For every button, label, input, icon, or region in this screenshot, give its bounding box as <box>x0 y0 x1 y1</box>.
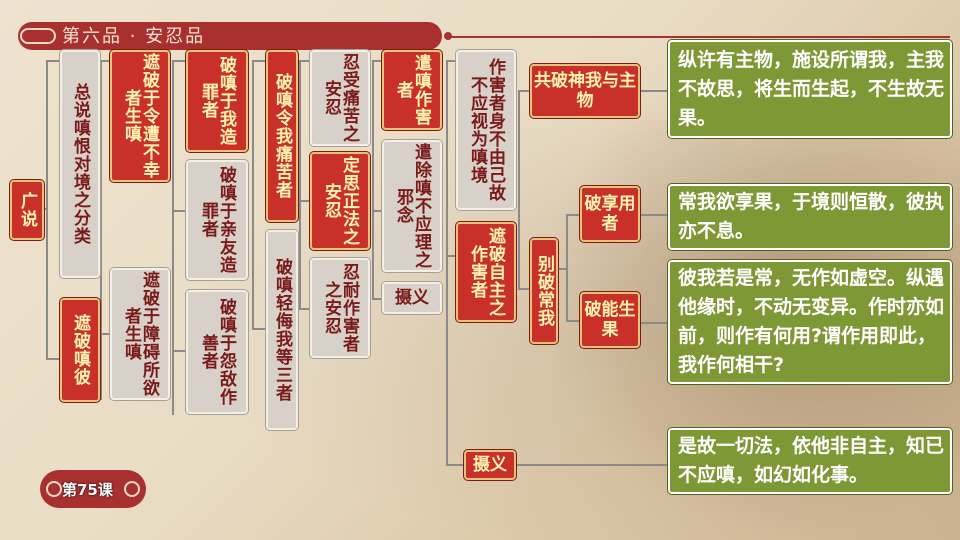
connector <box>446 255 456 257</box>
connector <box>46 358 60 360</box>
connector <box>299 308 309 310</box>
node-zhepochen: 遮破嗔彼 <box>60 298 100 402</box>
node-rennai: 忍耐作害者之安忍 <box>310 258 370 358</box>
connector <box>299 200 309 202</box>
connector <box>372 60 382 62</box>
connector <box>566 320 580 322</box>
lesson-label: 第75课 <box>62 481 113 499</box>
verse-box-2: 常我欲享果，于境则恒散，彼执亦不息。 <box>668 184 952 250</box>
connector <box>446 60 448 465</box>
node-zuohai: 作害者身不由己故不应视为嗔境 <box>456 50 516 210</box>
node-biepo: 别破常我 <box>530 238 558 344</box>
node-po-tongku: 破嗔令我痛苦者 <box>266 50 298 222</box>
connector <box>446 60 456 62</box>
connector <box>518 288 530 290</box>
connector <box>516 464 668 466</box>
title-banner <box>18 22 452 50</box>
node-po-qingwu: 破嗔轻侮我等三者 <box>266 230 298 430</box>
connector <box>372 210 382 212</box>
node-po-xiangyong: 破享用者 <box>580 186 640 242</box>
node-qianchu: 遣除嗔不应理之邪念 <box>382 140 442 272</box>
connector <box>518 90 530 92</box>
node-dingsi: 定思正法之安忍 <box>310 152 370 250</box>
node-qianchen: 遣嗔作害者 <box>382 50 442 130</box>
connector <box>566 214 568 322</box>
node-zhepo-zhangai: 遮破于障碍所欲者生嗔 <box>110 268 170 400</box>
footer-ring-right <box>124 481 140 497</box>
connector <box>172 60 174 415</box>
header-rule <box>450 36 950 38</box>
connector <box>100 60 110 62</box>
connector <box>252 328 266 330</box>
page-title: 第六品 · 安忍品 <box>62 26 206 47</box>
connector <box>640 214 668 216</box>
connector <box>299 60 309 62</box>
banner-ornament <box>20 28 56 44</box>
node-guangshuo: 广说 <box>10 180 44 240</box>
connector <box>46 60 48 360</box>
connector <box>172 60 186 62</box>
connector <box>100 333 110 335</box>
node-sheyi-2: 摄义 <box>464 450 516 480</box>
verse-box-3: 彼我若是常，无作如虚空。纵遇他缘时，不动无变异。作时亦如前，则作有何用?谓作用即… <box>668 260 952 384</box>
connector <box>172 350 186 352</box>
node-rentong: 忍受痛苦之安忍 <box>310 50 370 146</box>
node-po-qinyou: 破嗔于亲友造罪者 <box>186 160 248 280</box>
connector <box>172 210 186 212</box>
connector <box>640 90 668 92</box>
node-sheyi-1: 摄义 <box>382 282 442 314</box>
node-po-shengguo: 破能生果 <box>580 292 640 348</box>
footer-ring-left <box>46 481 62 497</box>
connector <box>640 322 668 324</box>
connector <box>100 60 102 400</box>
connector <box>558 268 566 270</box>
connector <box>566 214 580 216</box>
node-po-wozuizui: 破嗔于我造罪者 <box>186 50 248 152</box>
connector <box>46 60 60 62</box>
node-zhepo-zizhu: 遮破自主之作害者 <box>456 222 516 322</box>
verse-box-4: 是故一切法，依他非自主，知已不应嗔，如幻如化事。 <box>668 428 952 494</box>
connector <box>252 60 266 62</box>
connector <box>446 464 464 466</box>
node-zhepo-buxing: 遮破于令遭不幸者生嗔 <box>110 50 170 182</box>
node-zongshuo: 总说嗔恨对境之分类 <box>60 50 100 278</box>
connector <box>299 60 301 310</box>
connector <box>372 60 374 300</box>
node-po-yuandi: 破嗔于怨敌作善者 <box>186 290 248 414</box>
connector <box>252 60 254 330</box>
connector <box>372 298 382 300</box>
connector <box>518 90 520 290</box>
node-gongpo: 共破神我与主物 <box>530 64 640 118</box>
verse-box-1: 纵许有主物，施设所谓我，主我不故思，将生而生起，不生故无果。 <box>668 40 952 138</box>
